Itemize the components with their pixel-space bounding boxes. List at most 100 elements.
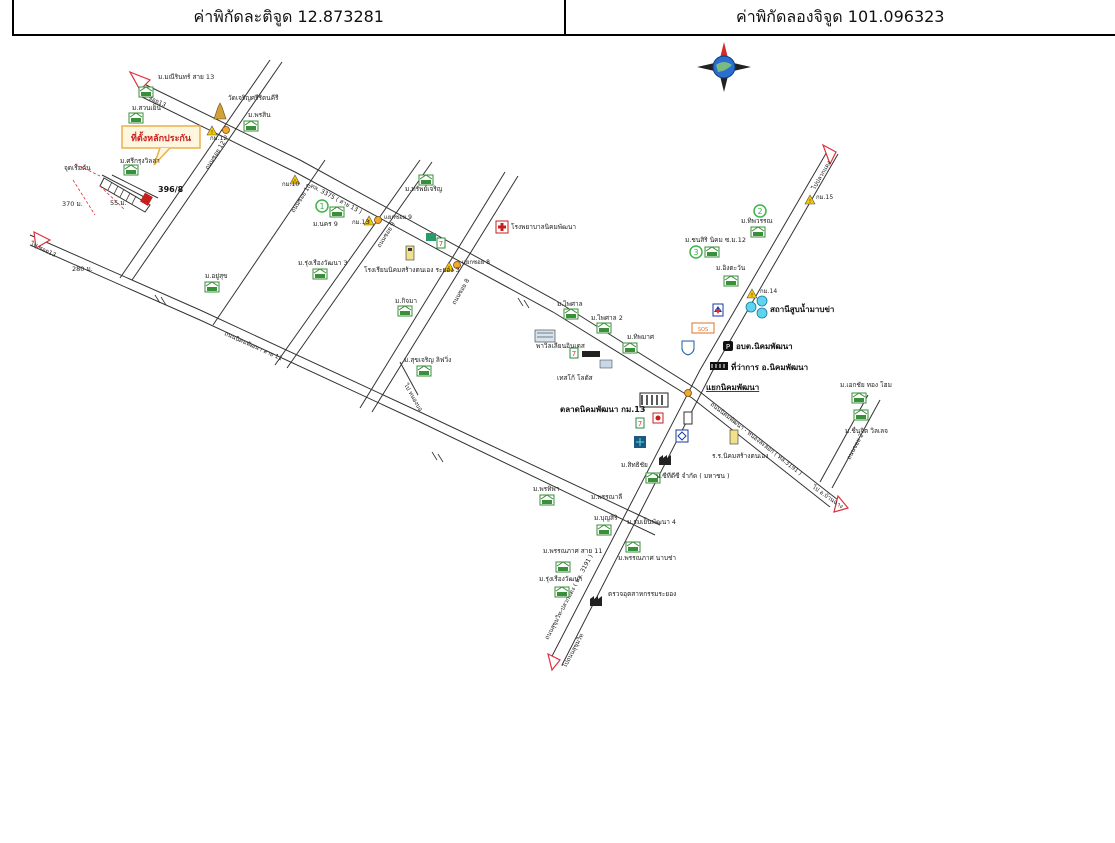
district-office-label: ที่ว่าการ อ.นิคมพัฒนา bbox=[731, 361, 808, 372]
building-icon bbox=[426, 233, 436, 241]
bank-icon bbox=[634, 436, 646, 448]
svg-text:ม.พรทิพา: ม.พรทิพา bbox=[533, 485, 560, 493]
compass-icon bbox=[697, 42, 751, 92]
factory2-label: ตรวจอุตสาหกรรมระยอง bbox=[608, 590, 676, 598]
svg-text:7: 7 bbox=[638, 420, 642, 428]
callout-text: ที่ตั้งหลักประกัน bbox=[131, 131, 192, 144]
svg-text:ม.ไพศาล: ม.ไพศาล bbox=[557, 300, 583, 308]
tesco-label: เทสโก้ โลตัส bbox=[557, 374, 593, 382]
km13-label: กม.13 bbox=[352, 219, 369, 226]
svg-text:ม.ทรัพย์เจริญ: ม.ทรัพย์เจริญ bbox=[405, 185, 443, 193]
km15-label: กม.15 bbox=[816, 194, 833, 201]
svg-text:ม.ชื่นจิต วิลเลจ: ม.ชื่นจิต วิลเลจ bbox=[845, 426, 888, 435]
svg-text:ม.เอกชัย ทอง โฮม: ม.เอกชัย ทอง โฮม bbox=[840, 381, 892, 389]
junction-soi9-marker bbox=[374, 216, 382, 224]
svg-text:3: 3 bbox=[693, 248, 698, 257]
svg-text:ม.สวนเย็น: ม.สวนเย็น bbox=[132, 103, 161, 112]
distance-280-label: 280 ม. bbox=[72, 265, 93, 273]
village-labels: ม.มณีรินทร์ สาย 13 ม.สวนเย็น ม.พรสิน ม.ศ… bbox=[120, 73, 892, 583]
temple-label: วัดเจริญศรีรัตนคีรี bbox=[228, 94, 279, 102]
subdistrict-office-label: อบต.นิคมพัฒนา bbox=[736, 342, 793, 351]
svg-text:ม.สิทธิชัย: ม.สิทธิชัย bbox=[621, 461, 648, 469]
km12-label: กม.12 bbox=[210, 135, 227, 142]
junction-label-soi8: แยกซอย 8 bbox=[462, 259, 490, 266]
svg-text:P: P bbox=[726, 343, 730, 351]
bank-icon: SOS bbox=[691, 322, 715, 334]
svg-text:ม.พรรณภาศ สาย 11: ม.พรรณภาศ สาย 11 bbox=[543, 547, 603, 555]
factory2-icon bbox=[590, 596, 602, 606]
junction-soi12-marker bbox=[222, 126, 230, 134]
direction-label-banchang: ไป อ.บ้านฉาง bbox=[810, 483, 845, 511]
hospital-label: โรงพยาบาลนิคมพัฒนา bbox=[511, 223, 576, 231]
svg-text:ม.ทิพวรรณ: ม.ทิพวรรณ bbox=[741, 217, 773, 225]
subdistrict-office-icon: P bbox=[723, 341, 733, 351]
police-icon bbox=[652, 412, 664, 424]
pumping-station-label: สถานีสูบน้ำมาบข่า bbox=[770, 303, 834, 315]
svg-text:7: 7 bbox=[439, 240, 443, 248]
nikhom-school-label: ร.ร.นิคมสร้างตนเอง bbox=[712, 452, 768, 460]
svg-text:ม.พรสิน: ม.พรสิน bbox=[248, 111, 271, 119]
junction-label-nikhom: แยกนิคมพัฒนา bbox=[706, 383, 759, 392]
coordinate-bar: ค่าพิกัดละติจูด 12.873281 ค่าพิกัดลองจิจ… bbox=[12, 0, 1115, 36]
svg-text:2: 2 bbox=[757, 207, 762, 216]
junction-label-soi9: แยกซอย 9 bbox=[384, 214, 412, 221]
svg-text:ม.ร่มเย็นพัฒนา 4: ม.ร่มเย็นพัฒนา 4 bbox=[627, 517, 676, 526]
homepro-label: พาวิลเลียนอินเดส bbox=[536, 342, 585, 350]
marker-2: 2 bbox=[753, 204, 767, 218]
hospital-icon bbox=[495, 220, 509, 234]
svg-text:ม.รุ่งเรืองวัฒนา 3: ม.รุ่งเรืองวัฒนา 3 bbox=[298, 259, 348, 267]
svg-text:ม.กิจมา: ม.กิจมา bbox=[395, 297, 417, 305]
factory-icon bbox=[659, 455, 671, 465]
svg-text:ม.ไพศาล 2: ม.ไพศาล 2 bbox=[591, 314, 623, 322]
km-warning-icon bbox=[746, 288, 758, 300]
nikhom-school-icon bbox=[729, 429, 739, 445]
marker-3: 3 bbox=[689, 245, 703, 259]
collateral-callout: ที่ตั้งหลักประกัน bbox=[121, 125, 201, 166]
gas-station-icon bbox=[712, 303, 724, 317]
svg-text:ม.นคร 9: ม.นคร 9 bbox=[313, 220, 338, 228]
svg-text:ม.สุขเจริญ ลิฟวิ่ง: ม.สุขเจริญ ลิฟวิ่ง bbox=[404, 355, 451, 364]
svg-text:ม.พรรณาลี: ม.พรรณาลี bbox=[591, 493, 622, 501]
dimension-lines bbox=[72, 163, 126, 216]
svg-text:SOS: SOS bbox=[698, 327, 708, 333]
svg-text:ม.บุญสิริ: ม.บุญสิริ bbox=[594, 514, 618, 522]
police-icon bbox=[683, 411, 693, 425]
road-break-marks bbox=[154, 294, 530, 463]
road-label-soi8: ถนนซอย 8 bbox=[451, 277, 472, 306]
shield-icon bbox=[681, 340, 695, 356]
distance-55-label: 55 ม. bbox=[110, 199, 127, 207]
start-point-label: จุดเริ่มต้น bbox=[64, 163, 91, 172]
shop-icon bbox=[582, 351, 600, 357]
svg-text:ม.อิงตะวัน: ม.อิงตะวัน bbox=[716, 264, 746, 272]
km10-label: กม.10 bbox=[282, 181, 299, 188]
collateral-lot: 396/8 bbox=[99, 177, 184, 213]
distance-370-label: 370 ม. bbox=[62, 200, 83, 208]
svg-text:ม.พรรณภาศ นาบช่า: ม.พรรณภาศ นาบช่า bbox=[618, 554, 676, 562]
seven-eleven-icon: 7 bbox=[569, 347, 579, 359]
svg-text:ม.ชนสิริ นิคม ซ.ม.12: ม.ชนสิริ นิคม ซ.ม.12 bbox=[685, 236, 746, 244]
svg-text:ม.ศรีกรุงวิลล่า: ม.ศรีกรุงวิลล่า bbox=[120, 157, 160, 165]
svg-text:1: 1 bbox=[319, 202, 324, 211]
svg-text:ม.ทิพมาศ: ม.ทิพมาศ bbox=[627, 333, 655, 341]
svg-text:ม.รุ่งเรืองวัฒนา: ม.รุ่งเรืองวัฒนา bbox=[539, 575, 583, 583]
marker-1: 1 bbox=[315, 199, 329, 213]
svg-text:ม.อยู่สุข: ม.อยู่สุข bbox=[205, 272, 227, 280]
water-station-icon bbox=[745, 295, 768, 319]
tesco-icon bbox=[599, 359, 613, 369]
seven-eleven-icon: 7 bbox=[635, 417, 645, 429]
direction-label-sukhumvit: ไปถนนสุขุมวิท bbox=[560, 632, 585, 670]
road-label-soi9: ถนนซอย 9 bbox=[376, 221, 397, 249]
school-icon bbox=[405, 245, 415, 261]
school-label: โรงเรียนนิคมสร้างตนเอง ระยอง 3 bbox=[364, 266, 460, 274]
junction-nikhom-marker bbox=[684, 389, 692, 397]
direction-arrows bbox=[33, 70, 850, 672]
svg-text:ม.มณีรินทร์ สาย 13: ม.มณีรินทร์ สาย 13 bbox=[158, 73, 214, 81]
district-office-icon bbox=[710, 362, 728, 370]
road-label-main-se: ถนนนิคมพัฒนา - หนองละลอก ( ทล.3191 ) bbox=[709, 401, 803, 477]
store-icon bbox=[534, 329, 556, 343]
market-label: ตลาดนิคมพัฒนา กม.13 bbox=[560, 405, 645, 414]
longitude-cell: ค่าพิกัดลองจิจูด 101.096323 bbox=[565, 0, 1115, 36]
svg-text:7: 7 bbox=[572, 350, 576, 358]
road-label-soi2: ถนนซอย 2 bbox=[846, 432, 866, 461]
